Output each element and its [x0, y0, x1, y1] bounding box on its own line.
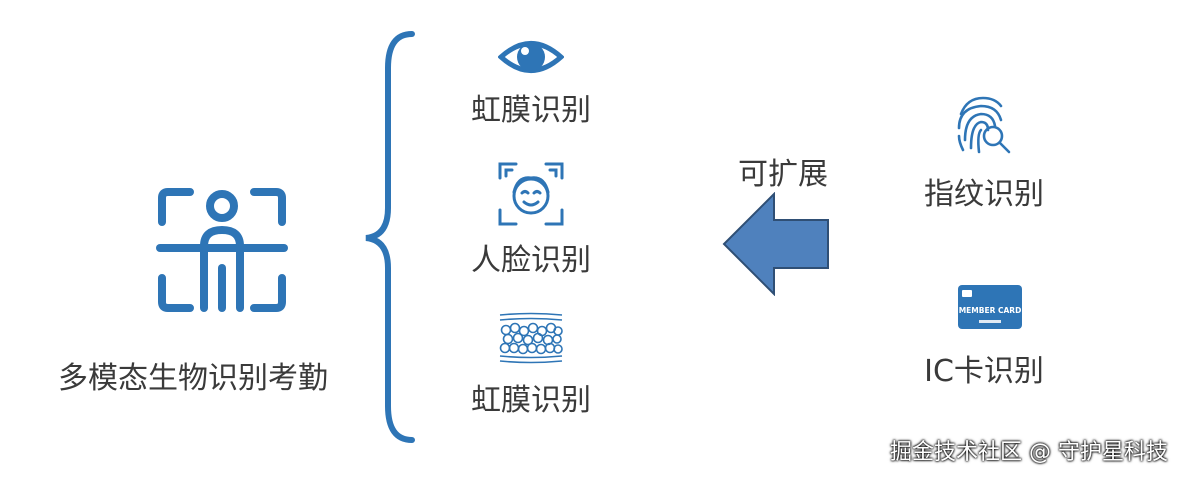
- method-label-face: 人脸识别: [471, 243, 591, 278]
- card-text: MEMBER CARD: [959, 306, 1022, 315]
- person-scan-icon: [156, 186, 288, 314]
- extra-label-ic-card: IC卡识别: [924, 354, 1044, 389]
- main-title: 多模态生物识别考勤: [58, 361, 328, 396]
- left-arrow-icon: [722, 192, 832, 296]
- vein-pattern-icon: [498, 312, 564, 364]
- curly-brace: [362, 28, 418, 446]
- method-label-iris: 虹膜识别: [471, 93, 591, 128]
- eye-icon: [498, 36, 564, 78]
- method-label-iris-2: 虹膜识别: [471, 383, 591, 418]
- face-scan-icon: [498, 162, 564, 226]
- expand-label: 可扩展: [738, 157, 828, 192]
- member-card-icon: MEMBER CARD: [957, 284, 1023, 330]
- watermark-text: 掘金技术社区 @ 守护星科技: [890, 440, 1168, 465]
- extra-label-fingerprint: 指纹识别: [924, 177, 1044, 212]
- fingerprint-search-icon: [955, 94, 1013, 158]
